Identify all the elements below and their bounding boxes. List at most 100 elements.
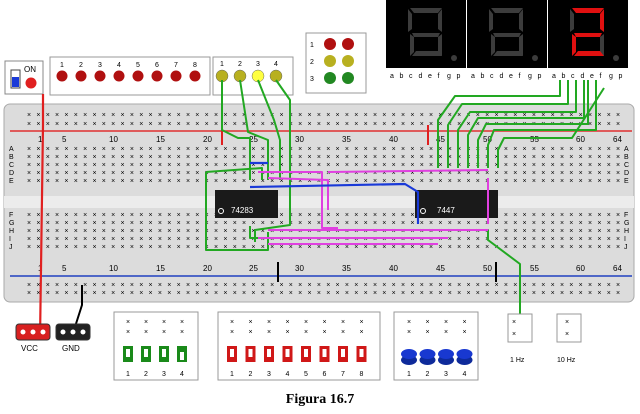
svg-text:×: ×: [569, 162, 573, 169]
power-switch[interactable]: ON: [4, 60, 44, 95]
vcc-terminal[interactable]: VCC: [15, 323, 51, 353]
wire-magenta-1[interactable]: [258, 171, 338, 229]
svg-text:×: ×: [317, 112, 321, 119]
svg-text:×: ×: [177, 290, 181, 297]
dip-switch[interactable]: [338, 346, 348, 362]
wire-gnd[interactable]: [73, 285, 83, 331]
svg-text:×: ×: [46, 212, 50, 219]
svg-text:×: ×: [504, 170, 508, 177]
wire-seg-d[interactable]: [467, 80, 585, 168]
svg-text:×: ×: [308, 282, 312, 289]
svg-text:×: ×: [36, 162, 40, 169]
segment-f: [570, 9, 574, 32]
svg-text:×: ×: [429, 220, 433, 227]
wire-led4[interactable]: [254, 79, 291, 242]
power-switch-lever[interactable]: [12, 77, 19, 87]
svg-text:×: ×: [382, 228, 386, 235]
svg-text:×: ×: [158, 244, 162, 251]
wire-magenta-2[interactable]: [267, 177, 329, 210]
wire-blue-2[interactable]: [249, 182, 420, 224]
svg-text:×: ×: [261, 154, 265, 161]
column-number: 50: [483, 264, 492, 273]
svg-text:×: ×: [27, 244, 31, 251]
svg-text:×: ×: [588, 162, 592, 169]
svg-text:×: ×: [121, 146, 125, 153]
dip-switch[interactable]: [356, 346, 367, 362]
svg-text:×: ×: [279, 146, 283, 153]
svg-text:×: ×: [438, 228, 442, 235]
dip-switch[interactable]: [227, 346, 237, 362]
dip-switch[interactable]: [141, 346, 151, 362]
svg-text:×: ×: [429, 146, 433, 153]
svg-text:×: ×: [149, 121, 153, 128]
svg-text:×: ×: [420, 244, 424, 251]
dip-switch[interactable]: [245, 346, 256, 362]
gnd-terminal[interactable]: GND: [55, 323, 91, 353]
svg-text:×: ×: [242, 178, 246, 185]
wire-clock[interactable]: [487, 230, 521, 315]
dip-switch[interactable]: [319, 346, 330, 362]
chip-7447[interactable]: 7447: [415, 190, 498, 218]
dip-switch[interactable]: [301, 346, 311, 362]
svg-text:×: ×: [597, 121, 601, 128]
svg-text:×: ×: [36, 146, 40, 153]
wire-vcc[interactable]: [38, 94, 45, 341]
wire-green-top[interactable]: [205, 167, 263, 180]
svg-text:×: ×: [121, 162, 125, 169]
svg-text:×: ×: [195, 290, 199, 297]
wire-seg-g[interactable]: [497, 87, 605, 168]
svg-text:×: ×: [298, 121, 302, 128]
column-number: 35: [342, 135, 351, 144]
push-button[interactable]: [419, 349, 436, 365]
wire-seg-e[interactable]: [477, 80, 589, 168]
svg-text:×: ×: [167, 244, 171, 251]
clock-1hz[interactable]: × × 1 Hz: [507, 313, 533, 364]
wire-seg-c[interactable]: [457, 80, 577, 168]
row-letter: H: [9, 228, 14, 235]
dip-switch[interactable]: [177, 346, 187, 362]
wire-magenta-7[interactable]: [327, 169, 489, 173]
svg-text:×: ×: [121, 154, 125, 161]
svg-text:×: ×: [336, 121, 340, 128]
svg-text:×: ×: [345, 244, 349, 251]
svg-text:×: ×: [36, 121, 40, 128]
wire-seg-a[interactable]: [437, 80, 561, 168]
svg-text:×: ×: [205, 121, 209, 128]
push-button[interactable]: [401, 349, 417, 365]
svg-text:×: ×: [46, 228, 50, 235]
chip-74283[interactable]: 74283: [215, 190, 278, 218]
svg-text:×: ×: [410, 178, 414, 185]
wire-seg-b[interactable]: [447, 80, 569, 168]
dip-switch[interactable]: [123, 346, 133, 362]
dip-switch[interactable]: [264, 346, 274, 362]
svg-text:×: ×: [476, 244, 480, 251]
svg-text:×: ×: [607, 178, 611, 185]
row-letter: F: [9, 212, 13, 219]
wire-led1[interactable]: [221, 80, 251, 180]
svg-text:×: ×: [429, 178, 433, 185]
svg-text:×: ×: [92, 146, 96, 153]
push-button[interactable]: [438, 349, 454, 365]
svg-text:×: ×: [466, 244, 470, 251]
red-led: [132, 70, 144, 82]
svg-text:×: ×: [448, 244, 452, 251]
wire-green-loop[interactable]: [205, 172, 269, 251]
svg-text:×: ×: [27, 228, 31, 235]
dip-switch[interactable]: [159, 346, 169, 362]
clock-10hz[interactable]: × × 10 Hz: [556, 313, 582, 364]
switch-number: 6: [323, 371, 327, 378]
svg-text:×: ×: [513, 290, 517, 297]
push-button[interactable]: [456, 349, 473, 365]
wire-led3[interactable]: [257, 79, 281, 180]
svg-text:×: ×: [420, 146, 424, 153]
wire-seg-f[interactable]: [487, 80, 597, 168]
svg-text:×: ×: [177, 162, 181, 169]
red-led-number: 2: [79, 62, 83, 69]
dip-switch[interactable]: [282, 346, 293, 362]
wire-led2[interactable]: [239, 79, 269, 180]
svg-text:×: ×: [74, 146, 78, 153]
svg-text:×: ×: [121, 178, 125, 185]
svg-text:×: ×: [354, 228, 358, 235]
svg-text:×: ×: [448, 228, 452, 235]
svg-text:×: ×: [167, 220, 171, 227]
